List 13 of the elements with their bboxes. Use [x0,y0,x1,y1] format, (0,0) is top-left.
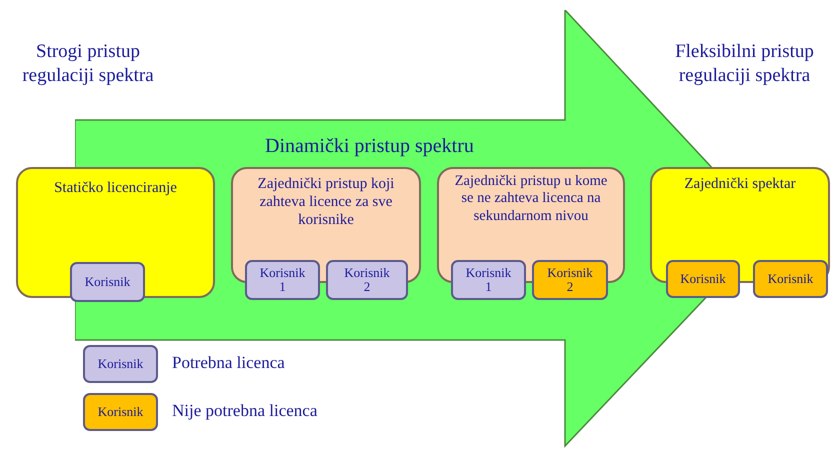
legend-label: Potrebna licenca [172,353,285,373]
box-label: Zajednički pristup koji zahteva licence za sve korisnike [256,175,396,229]
heading-label: Fleksibilni pristup regulaciji spektra [674,40,815,88]
box-label: Zajednički spektar [683,175,797,193]
legend-swatch: Korisnik [83,345,158,383]
legend-swatch: Korisnik [83,393,158,431]
box-label: Statičko licenciranje [53,179,178,197]
user-chip: Korisnik [753,260,828,298]
band-label: Dinamički pristup spektru [265,135,474,158]
user-chip: Korisnik [70,262,145,302]
box-label: Zajednički pristup u kome se ne zahteva licenca na sekundarnom nivou [454,173,608,226]
legend-label: Nije potrebna licenca [172,401,318,421]
heading-label: Strogi pristup regulaciji spektra [21,40,155,88]
